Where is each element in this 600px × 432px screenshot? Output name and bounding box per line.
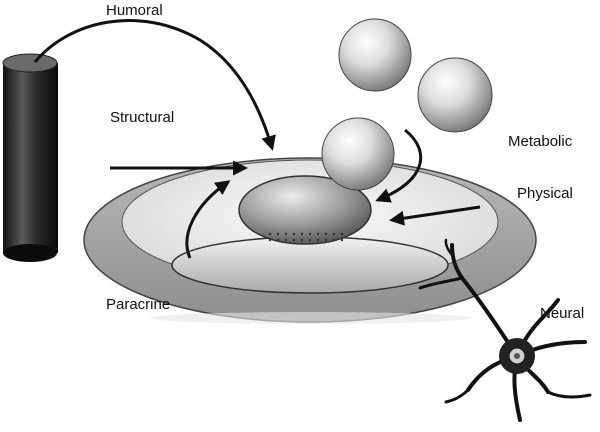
arrow-humoral bbox=[33, 19, 276, 151]
label-neural: Neural bbox=[540, 305, 585, 322]
central-cell bbox=[238, 175, 372, 245]
signal-arrows bbox=[33, 19, 481, 259]
sphere-top bbox=[338, 18, 412, 92]
sphere-center bbox=[321, 117, 395, 191]
label-physical: Physical bbox=[517, 185, 573, 202]
junction-dots bbox=[268, 232, 344, 242]
arrow-paracrine bbox=[185, 180, 231, 259]
label-humoral: Humoral bbox=[106, 2, 163, 19]
label-metabolic: Metabolic bbox=[508, 133, 573, 150]
label-paracrine: Paracrine bbox=[106, 296, 171, 313]
arrow-physical bbox=[389, 205, 481, 226]
humoral-cylinder bbox=[2, 53, 58, 262]
sphere-right bbox=[417, 57, 493, 133]
label-structural: Structural bbox=[110, 109, 175, 126]
stromal-plate bbox=[171, 236, 449, 294]
arrow-metabolic bbox=[375, 128, 423, 203]
